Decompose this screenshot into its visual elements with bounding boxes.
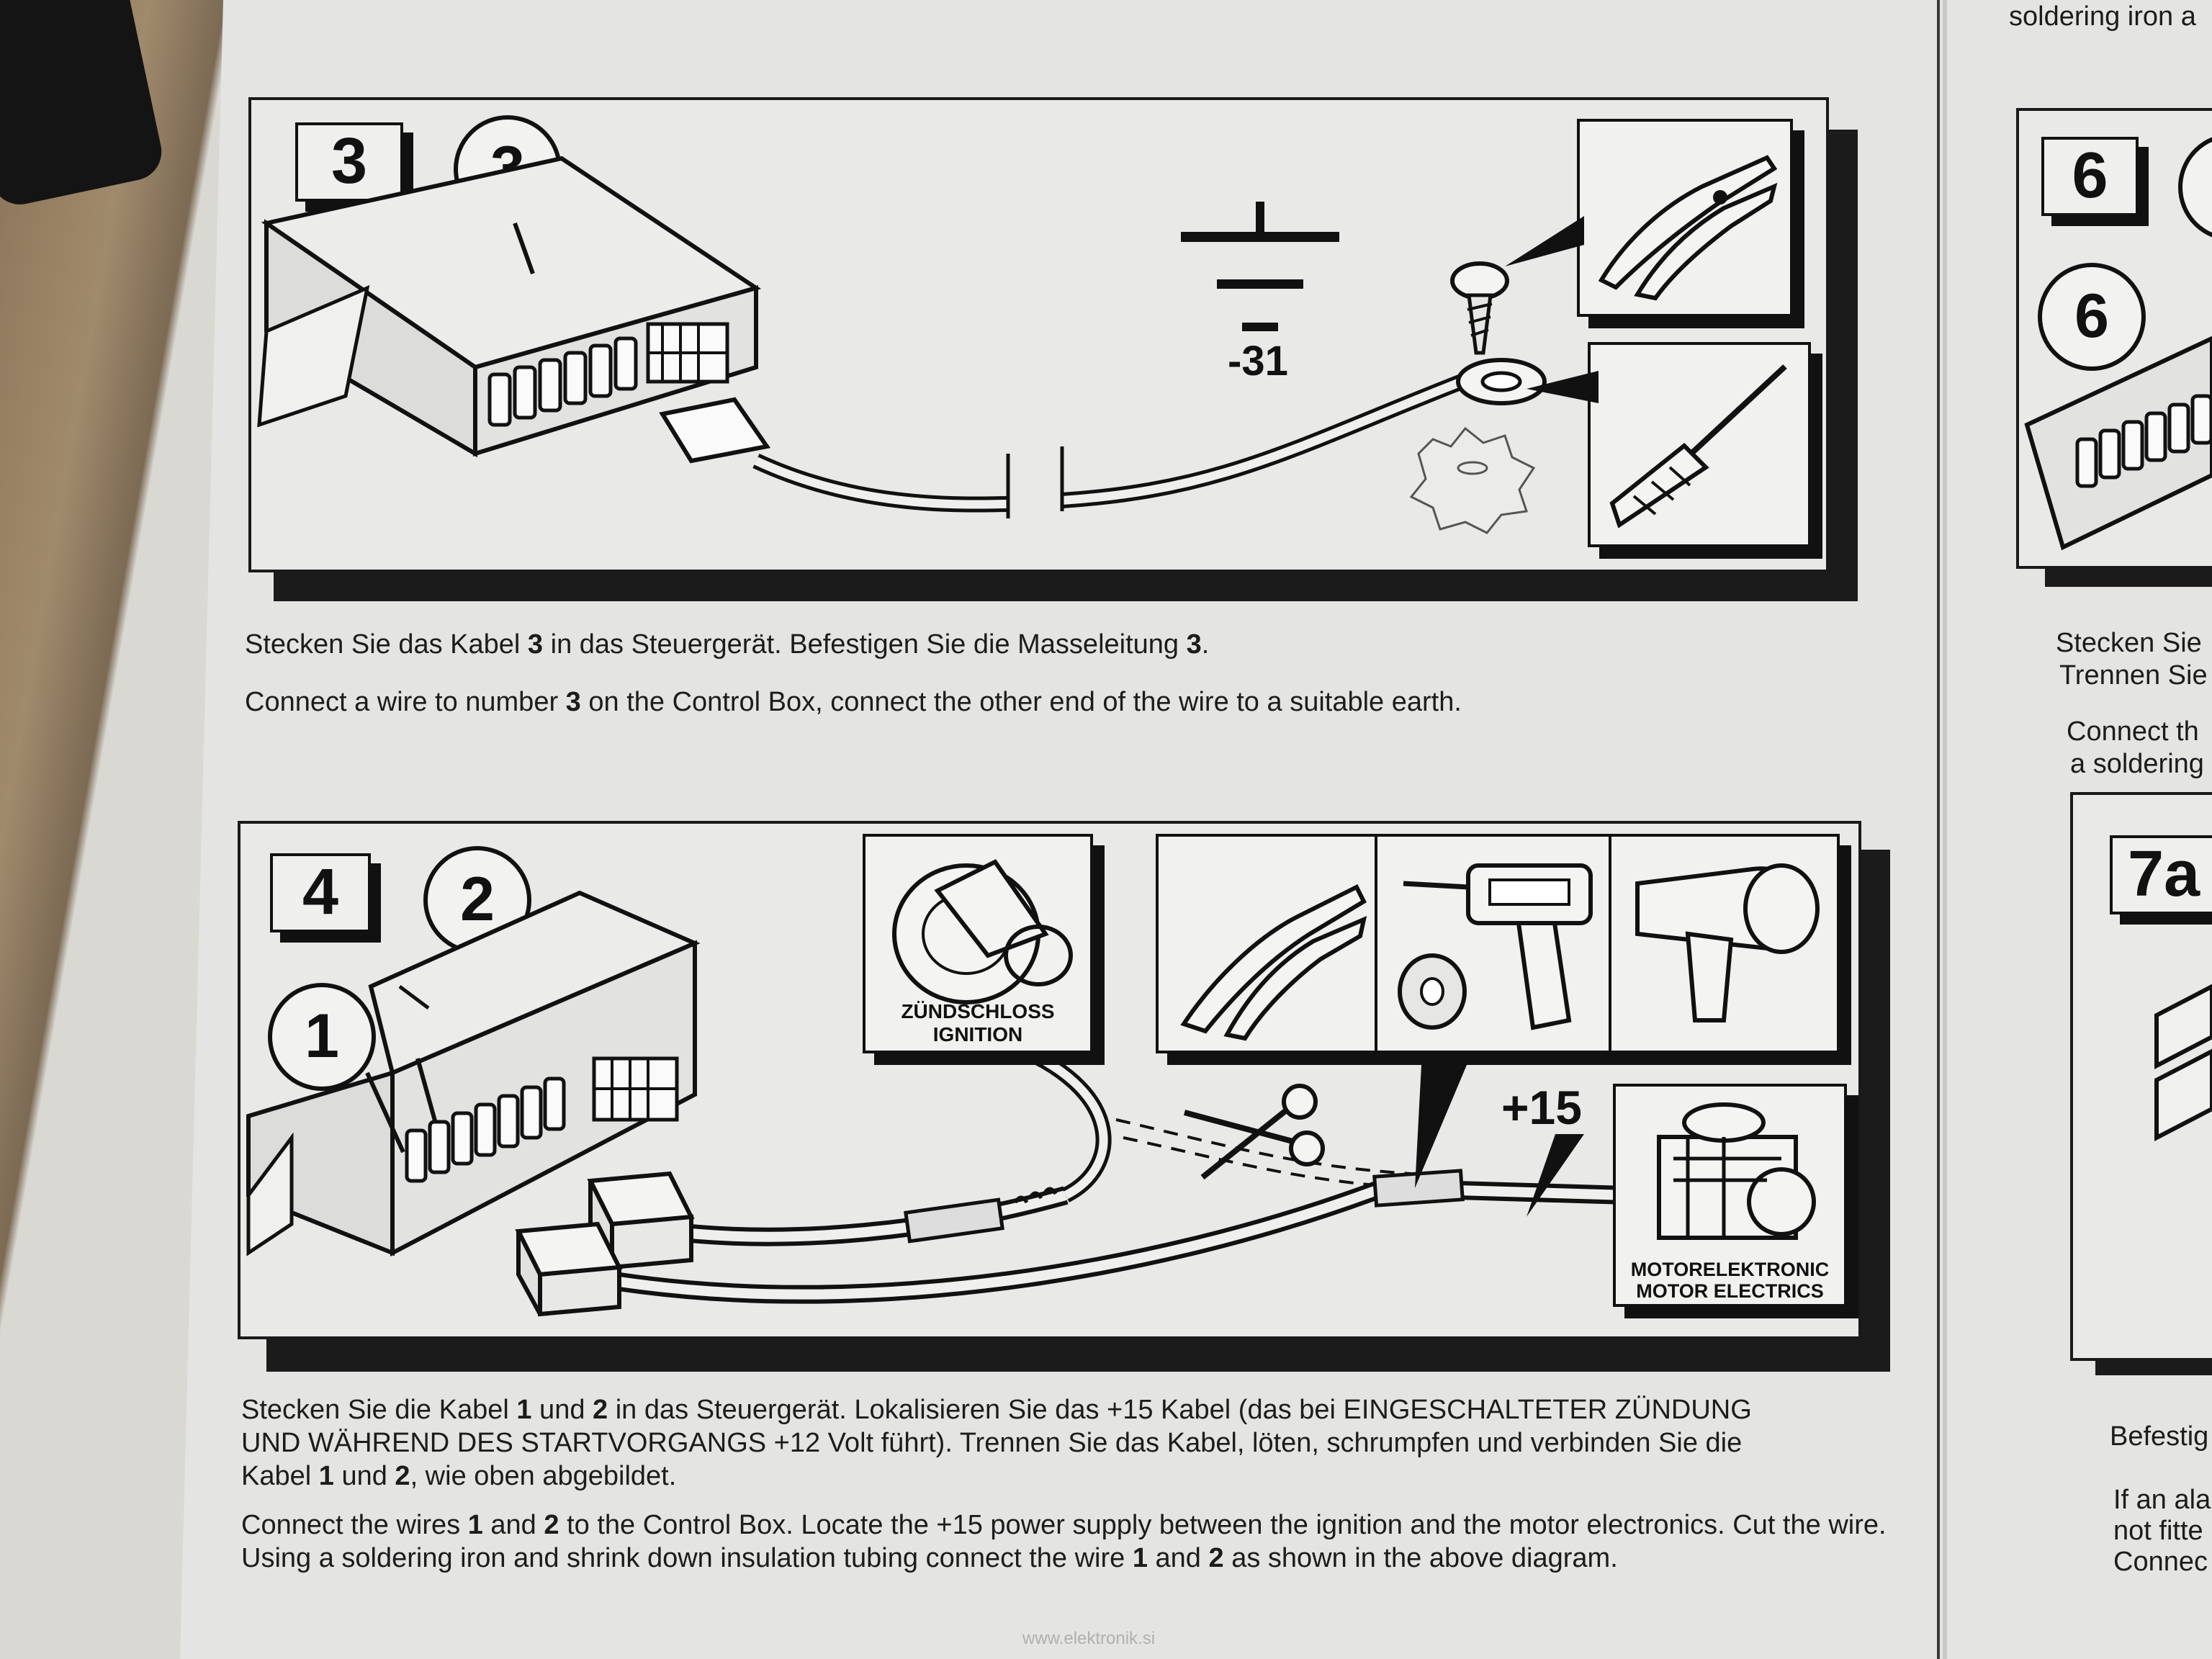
- step7-text-en-3: Connec: [2113, 1547, 2208, 1577]
- step3-screwdriver-inset: [1588, 342, 1811, 547]
- ground-symbol: [1181, 202, 1339, 331]
- step4-callout-1: 1: [268, 983, 376, 1091]
- step3-pointer-top: [1505, 216, 1584, 266]
- tools-divider-2: [1609, 837, 1611, 1051]
- step4-text-en: Connect the wires 1 and 2 to the Control…: [241, 1510, 1887, 1573]
- crimping-pliers-icon: [1598, 155, 1778, 301]
- step4-number-box: 4: [270, 853, 371, 932]
- step3-number-box: 3: [295, 122, 403, 202]
- plus15-pointer: [1527, 1134, 1584, 1217]
- step7-device: [2154, 984, 2212, 1141]
- ignition-inset: ZÜNDSCHLOSS IGNITION: [863, 834, 1093, 1053]
- step6-callout-circle: 6: [2038, 263, 2146, 371]
- step4-wires: [618, 1036, 1628, 1304]
- motor-inset: MOTORELEKTRONIC MOTOR ELECTRICS: [1613, 1084, 1847, 1307]
- step6-text-en-1: Connect th: [2067, 716, 2199, 747]
- step3-control-box: [257, 156, 762, 458]
- step3-text-de: Stecken Sie das Kabel 3 in das Steuerger…: [245, 629, 1210, 660]
- ignition-label-de: ZÜNDSCHLOSS: [901, 1000, 1055, 1022]
- ignition-label-en: IGNITION: [932, 1023, 1023, 1046]
- step4-tools-pointer: [1415, 1051, 1473, 1188]
- step4-text-de: Stecken Sie die Kabel 1 und 2 in das Ste…: [241, 1395, 1752, 1491]
- tools-divider-1: [1375, 837, 1377, 1051]
- step3-pliers-inset: [1577, 119, 1793, 317]
- soldering-gun-icon: [1398, 863, 1593, 1030]
- step7-number-box: 7a: [2110, 835, 2212, 914]
- ground-label: -31: [1228, 338, 1288, 385]
- engine-icon: [1657, 1102, 1816, 1240]
- screw-icon: [1450, 261, 1509, 355]
- step6-number-box: 6: [2041, 137, 2139, 216]
- step6-text-en-2: a soldering: [2070, 749, 2204, 779]
- step7-text-en-2: not fitte: [2113, 1516, 2203, 1546]
- screwdriver-icon: [1609, 364, 1787, 529]
- wire-stripper-icon: [1180, 884, 1367, 1041]
- tools-inset: [1156, 834, 1840, 1053]
- step3-pointer-bottom: [1527, 371, 1599, 403]
- step4-plugs: [515, 1171, 695, 1317]
- step7-text-de: Befestig: [2110, 1421, 2209, 1452]
- step3-text-en: Connect a wire to number 3 on the Contro…: [245, 687, 1462, 717]
- scissors-icon: [1183, 1084, 1325, 1180]
- step6-control-box: [2024, 336, 2212, 551]
- step6-text-de-1: Stecken Sie: [2056, 628, 2202, 658]
- motor-label-de: MOTORELEKTRONIC: [1630, 1259, 1830, 1280]
- ring-terminal-icon: [1409, 358, 1547, 534]
- step4-control-box: [246, 890, 701, 1256]
- step6-text-de-2: Trennen Sie: [2059, 660, 2208, 691]
- page-fold-edge: [1943, 0, 1947, 1659]
- ignition-key-icon: [892, 859, 1073, 1004]
- watermark: www.elektronik.si: [1022, 1629, 1156, 1648]
- right-top-fragment: soldering iron a: [2009, 1, 2196, 32]
- step7-text-en-1: If an ala: [2113, 1485, 2211, 1515]
- heat-gun-icon: [1635, 863, 1820, 1022]
- plus15-label: +15: [1501, 1081, 1582, 1134]
- motor-label-en: MOTOR ELECTRICS: [1636, 1280, 1824, 1302]
- page-fold-line: [1937, 0, 1940, 1659]
- step3-wire: [659, 374, 1465, 518]
